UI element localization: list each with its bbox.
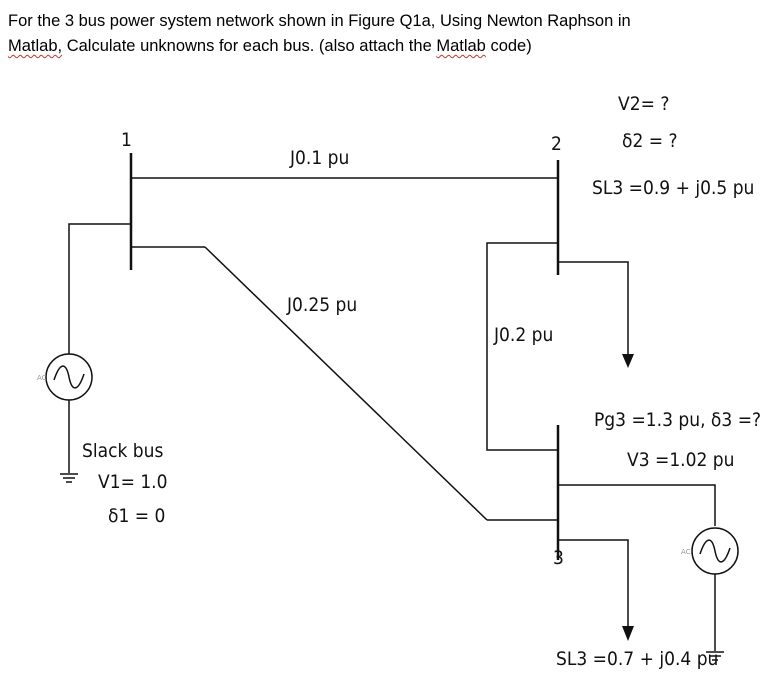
question-line-1: For the 3 bus power system network shown… [8,12,631,30]
bus-3-gen-tag: AC [681,548,691,556]
bus-3-generation: Pg3 =1.3 pu, δ3 =? [594,409,761,431]
bus-2-angle: δ2 = ? [622,130,678,152]
bus-3-gen-feed [558,484,716,526]
line-2-3-impedance: J0.2 pu [493,324,553,346]
bus-2-load-feed [558,261,629,356]
question-line-2: Matlab, Calculate unknowns for each bus.… [8,34,758,59]
slack-bus-angle: δ1 = 0 [108,505,165,527]
line-2-3 [486,242,558,451]
line-1-3-diagonal [204,246,488,521]
question-line-2-middle: Calculate unknowns for each bus. (also a… [62,37,437,55]
slack-gen-tag: AC [37,374,47,382]
bus-3-load-arrow [622,626,634,641]
bus-3-label: 3 [553,547,564,569]
slack-gen-feed [68,223,131,354]
slack-bus-voltage: V1= 1.0 [98,471,168,493]
bus-2-voltage: V2= ? [618,93,669,115]
spellcheck-word-matlab-1: Matlab, [8,37,63,55]
bus-2-load: SL3 =0.9 + j0.5 pu [592,177,754,199]
bus-2-label: 2 [551,133,562,155]
line-1-2-impedance: J0.1 pu [289,147,349,169]
bus-2-load-arrow [622,354,634,368]
question-line-2-end: code) [485,37,532,55]
bus-3-voltage: V3 =1.02 pu [627,449,734,471]
question-text: For the 3 bus power system network shown… [8,9,758,59]
bus-3-load: SL3 =0.7 + j0.4 pu [556,648,718,670]
bus-3-load-feed [558,539,629,628]
line-1-3-impedance: J0.25 pu [286,294,357,316]
slack-bus-title: Slack bus [82,440,163,462]
slack-generator-sine [53,365,85,389]
bus-3-generator-sine [699,539,731,563]
bus-1-label: 1 [121,129,132,151]
spellcheck-word-matlab-2: Matlab [436,37,486,55]
